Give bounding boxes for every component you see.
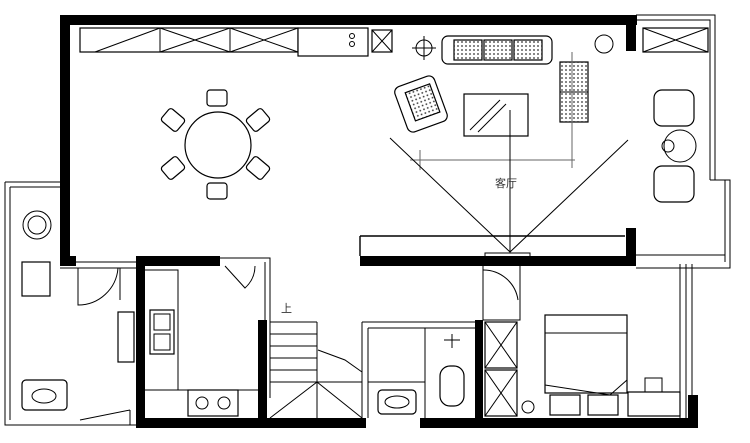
balcony xyxy=(21,210,68,411)
kitchen-top-wall xyxy=(136,256,220,266)
kitchen-left-wall xyxy=(136,256,145,426)
right-wall-lower xyxy=(626,228,636,264)
bath-divider-wall xyxy=(475,320,483,425)
kitchen xyxy=(117,269,258,417)
bathroom xyxy=(361,321,535,418)
bottom-wall-left xyxy=(136,418,366,428)
stairs-up-label: 上 xyxy=(281,302,292,315)
kitchen-right-wall xyxy=(258,320,267,426)
walls xyxy=(60,15,698,428)
bedroom-top-wall xyxy=(360,256,636,266)
living-room-furniture: 客厅 xyxy=(389,27,709,253)
bedroom xyxy=(544,314,681,417)
right-wall-upper xyxy=(626,15,636,51)
left-wall xyxy=(60,15,70,260)
kitchen-cabinets xyxy=(79,27,393,57)
top-wall xyxy=(60,15,637,25)
bedroom-right-wall xyxy=(688,395,698,425)
doors xyxy=(77,265,519,425)
staircase: 上 xyxy=(269,295,363,419)
room-label-living-room: 客厅 xyxy=(495,176,517,190)
dining-table xyxy=(160,89,271,200)
wall-segment xyxy=(60,256,76,266)
bottom-wall-right xyxy=(420,418,698,428)
